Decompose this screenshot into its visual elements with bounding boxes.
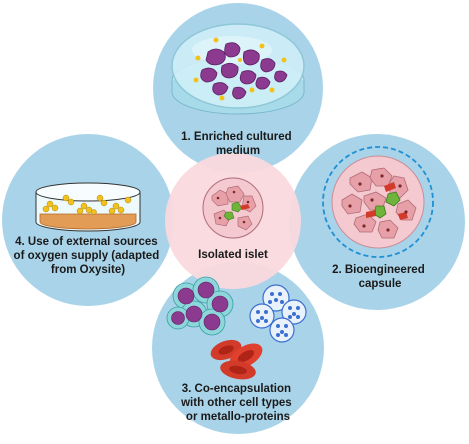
co-encapsulation-illustration xyxy=(166,276,307,380)
islet-illustration xyxy=(202,177,264,239)
blue-cell-cluster xyxy=(249,284,307,343)
oxygen-dish-illustration xyxy=(35,182,141,232)
petri-dish-illustration xyxy=(171,23,305,115)
capsule-illustration xyxy=(322,146,434,258)
label-co-encapsulation: 3. Co-encapsulation with other cell type… xyxy=(180,383,295,423)
label-isolated-islet: Isolated islet xyxy=(198,249,268,261)
purple-cell-cluster xyxy=(200,42,288,100)
yellow-nutrient-dots xyxy=(193,37,287,101)
yellow-islet-clusters xyxy=(42,194,132,215)
label-enriched-medium: 1. Enriched cultured medium xyxy=(181,131,295,157)
encapsulated-cell-aggregate xyxy=(166,276,234,336)
red-blood-cells xyxy=(210,339,263,380)
label-bioengineered-capsule: 2. Bioengineered capsule xyxy=(332,264,428,290)
label-oxygen-supply: 4. Use of external sources of oxygen sup… xyxy=(14,236,163,276)
